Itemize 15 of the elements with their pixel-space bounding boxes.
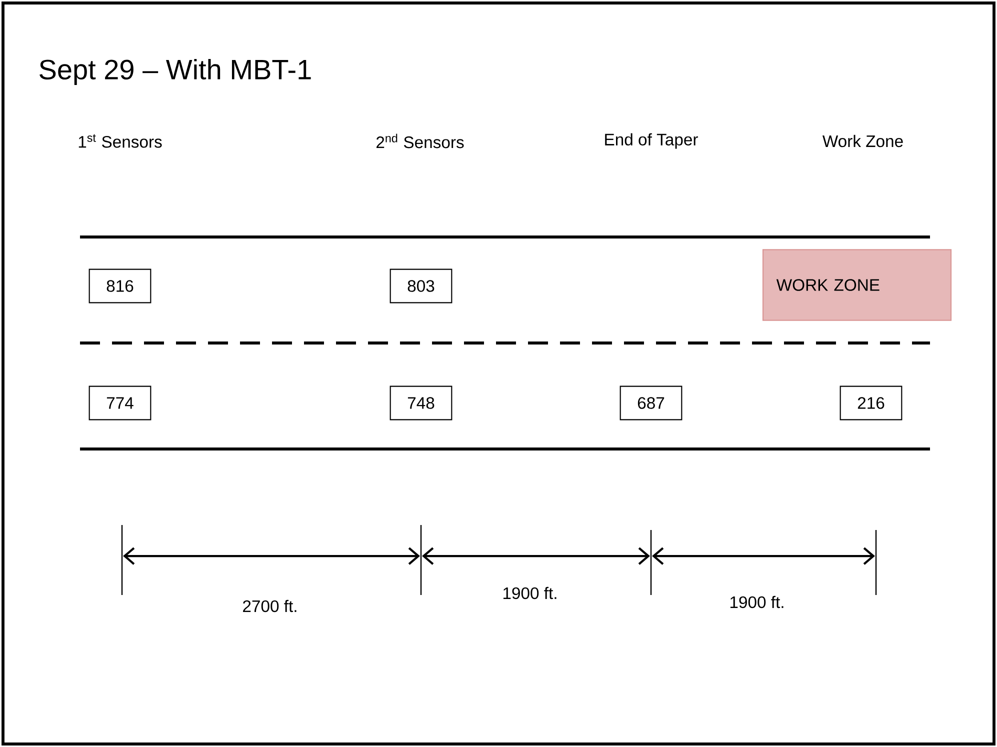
- sensor-count-box: 216: [840, 386, 902, 420]
- dimension-label: 1900 ft.: [730, 596, 784, 608]
- work-zone-box: WORK ZONE: [762, 249, 952, 321]
- column-heading: End of Taper: [605, 133, 698, 149]
- column-heading: Work Zone: [822, 134, 903, 148]
- sensor-count-box: 774: [88, 386, 152, 420]
- dimension-label: 1900 ft.: [503, 586, 556, 600]
- column-heading: 1$^{st}$ Sensors: [78, 134, 162, 148]
- sensor-count-box: 748: [390, 386, 452, 420]
- column-heading: 2$^{nd}$ Sensors: [376, 134, 464, 148]
- sensor-count-box: 803: [390, 268, 452, 304]
- sensor-count-box: 687: [620, 386, 682, 420]
- sensor-count-box: 816: [88, 268, 152, 304]
- slide-title: Sept 29 – With MBT-1: [40, 58, 311, 86]
- dimension-label: 2700 ft.: [243, 600, 296, 612]
